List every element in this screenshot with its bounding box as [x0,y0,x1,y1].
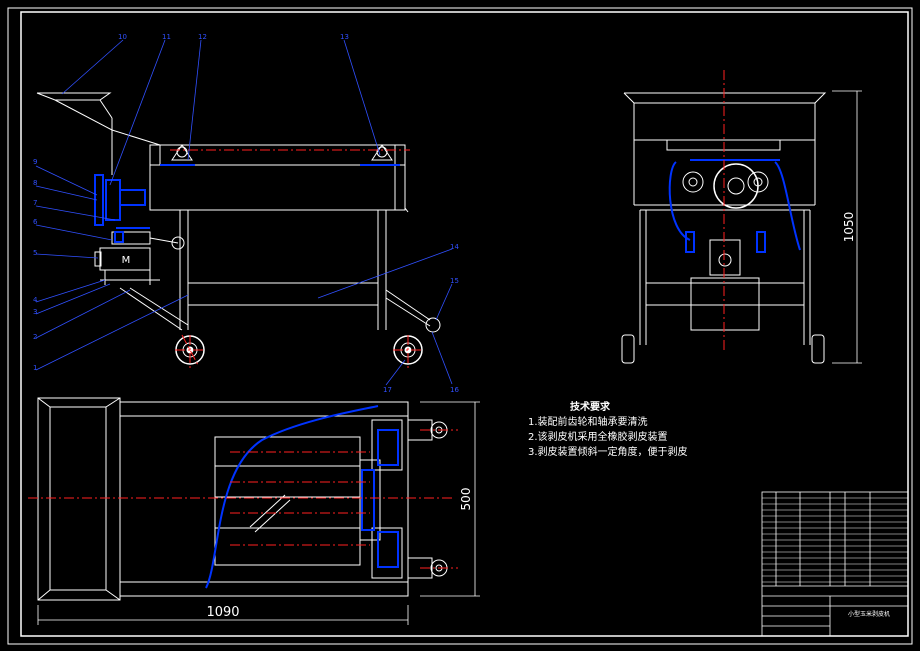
tech-req-title: 技术要求 [570,402,610,413]
front-view [36,92,441,365]
technical-requirements: 技术要求 1.装配前齿轮和轴承要清洗 2.该剥皮机采用全橡胶剥皮装置 3.剥皮装… [528,400,688,460]
part-number: 3 [33,308,37,316]
part-number: 16 [450,386,459,394]
part-number: 2 [33,333,37,341]
tech-req-item-3: 3.剥皮装置倾斜一定角度，便于剥皮 [528,447,688,458]
part-number: 6 [33,218,38,226]
part-number-labels: 10 11 12 13 9 8 7 6 5 4 3 2 1 14 15 16 1… [33,33,459,394]
drawing-name: 小型玉米剥皮机 [848,610,890,618]
part-number: 13 [340,33,349,41]
part-number: 1 [33,364,37,372]
side-height-dimension: 1050 [832,90,862,364]
part-number: 4 [33,296,38,304]
inner-border [20,11,909,637]
title-block-name: 小型玉米剥皮机 [848,610,890,618]
tech-req-item-1: 1.装配前齿轮和轴承要清洗 [528,417,648,428]
part-number: 10 [118,33,127,41]
front-view-motor-label: M [122,255,131,266]
depth-dimension-value: 500 [459,488,473,511]
motor-label: M [122,255,131,266]
width-dimension-value: 1090 [206,605,239,620]
part-number: 7 [33,199,37,207]
leader-lines [35,39,453,386]
outer-border [7,7,913,645]
part-number: 8 [33,179,37,187]
top-centerlines [28,429,458,569]
part-number: 17 [383,386,392,394]
top-view-blue-parts [205,405,399,589]
side-view-blue-parts [668,159,801,253]
part-number: 11 [162,33,171,41]
front-view-blue-parts [94,164,400,243]
part-number: 15 [450,277,459,285]
part-number: 14 [450,243,459,251]
tech-req-item-2: 2.该剥皮机采用全橡胶剥皮装置 [528,432,668,443]
top-view-dimensions: 1090 500 [206,488,473,620]
part-number: 9 [33,158,37,166]
title-block-rows [762,497,908,583]
part-number: 12 [198,33,207,41]
height-dimension-value: 1050 [842,212,856,243]
top-view [37,397,480,625]
front-centerlines [170,149,423,368]
part-number: 5 [33,249,37,257]
